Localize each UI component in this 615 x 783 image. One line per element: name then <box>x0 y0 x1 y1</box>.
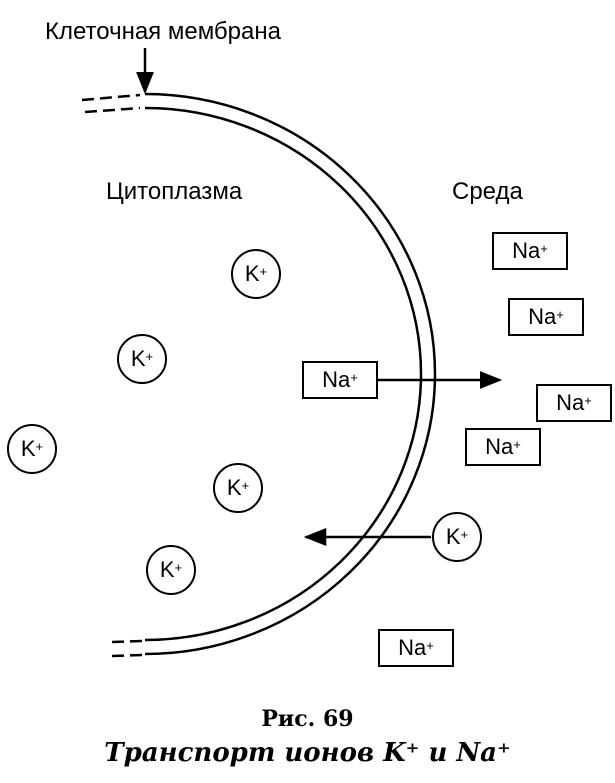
na-ion-transported: Na+ <box>302 361 378 399</box>
k-ion: K+ <box>7 424 57 474</box>
environment-label: Среда <box>452 178 523 205</box>
k-ion: K+ <box>146 545 196 595</box>
k-ion: K+ <box>231 249 281 299</box>
na-ion: Na+ <box>378 629 454 667</box>
k-ion: K+ <box>117 334 167 384</box>
membrane-bottom-dash <box>111 639 143 644</box>
na-ion: Na+ <box>508 298 584 336</box>
cytoplasm-label: Цитоплазма <box>106 178 243 205</box>
k-ion-transported: K+ <box>432 512 482 562</box>
k-ion: K+ <box>213 463 263 513</box>
membrane-top-dash <box>81 93 141 102</box>
membrane-inner-line <box>144 106 423 642</box>
membrane-diagram <box>81 48 503 658</box>
na-ion: Na+ <box>536 384 612 422</box>
na-ion: Na+ <box>465 428 541 466</box>
figure-title: Транспорт ионов K⁺ и Na⁺ <box>104 738 511 768</box>
figure-number: Рис. 69 <box>261 706 354 732</box>
membrane-label: Клеточная мембрана <box>45 18 281 45</box>
na-ion: Na+ <box>492 232 568 270</box>
membrane-outer-line <box>144 92 437 656</box>
membrane-bottom-dash-outer <box>111 653 143 658</box>
membrane-top-dash-inner <box>84 106 141 114</box>
